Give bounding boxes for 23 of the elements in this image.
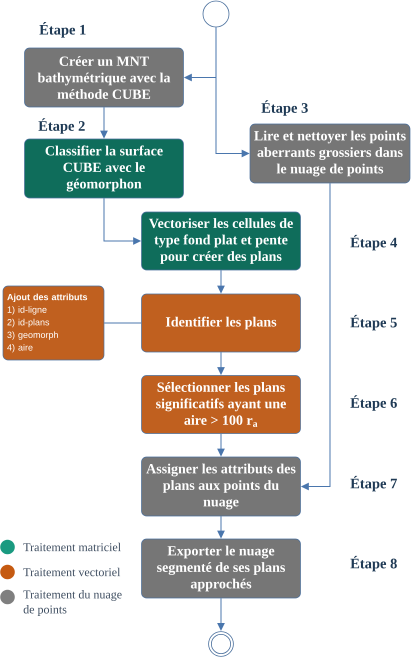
note-box: Ajout des attributs 1) id-ligne 2) id-plans 3) geomorph 4) aire xyxy=(2,286,104,360)
process-box: Assigner les attributs des plans aux points du nuage xyxy=(141,456,301,516)
process-box: Classifier la surface CUBE avec le géomorphon xyxy=(24,138,184,198)
process-box: Sélectionner les plans significatifs ayant une aire > 100 r$_{a}$ xyxy=(141,375,301,434)
step-label: Étape 1 xyxy=(39,22,86,38)
step-label: Étape 6 xyxy=(350,395,397,411)
end-circle xyxy=(208,631,234,657)
legend-text: Traitement matriciel xyxy=(23,542,121,552)
step-label: Étape 8 xyxy=(350,556,397,572)
process-box: Lire et nettoyer les points aberrants grossiers dans le nuage de points xyxy=(250,124,410,184)
process-box: Exporter le nuage segmenté de ses plans approchés xyxy=(141,538,301,598)
start-circle xyxy=(202,0,230,28)
process-box: Identifier les plans xyxy=(141,294,301,352)
step-label: Étape 3 xyxy=(261,100,308,116)
step-label: Étape 4 xyxy=(350,234,398,250)
step-label: Étape 2 xyxy=(38,118,85,134)
process-box: Vectoriser les cellules de type fond plat et pente pour créer des plans xyxy=(141,212,301,270)
legend-text: Traitement du nuage de points xyxy=(23,590,122,616)
connector-line xyxy=(104,322,142,324)
process-box: Créer un MNT bathymétrique avec la méthode CUBE xyxy=(24,48,184,108)
step-label: Étape 5 xyxy=(350,314,397,330)
legend-text: Traitement vectoriel xyxy=(23,568,120,576)
step-label: Étape 7 xyxy=(350,476,397,492)
